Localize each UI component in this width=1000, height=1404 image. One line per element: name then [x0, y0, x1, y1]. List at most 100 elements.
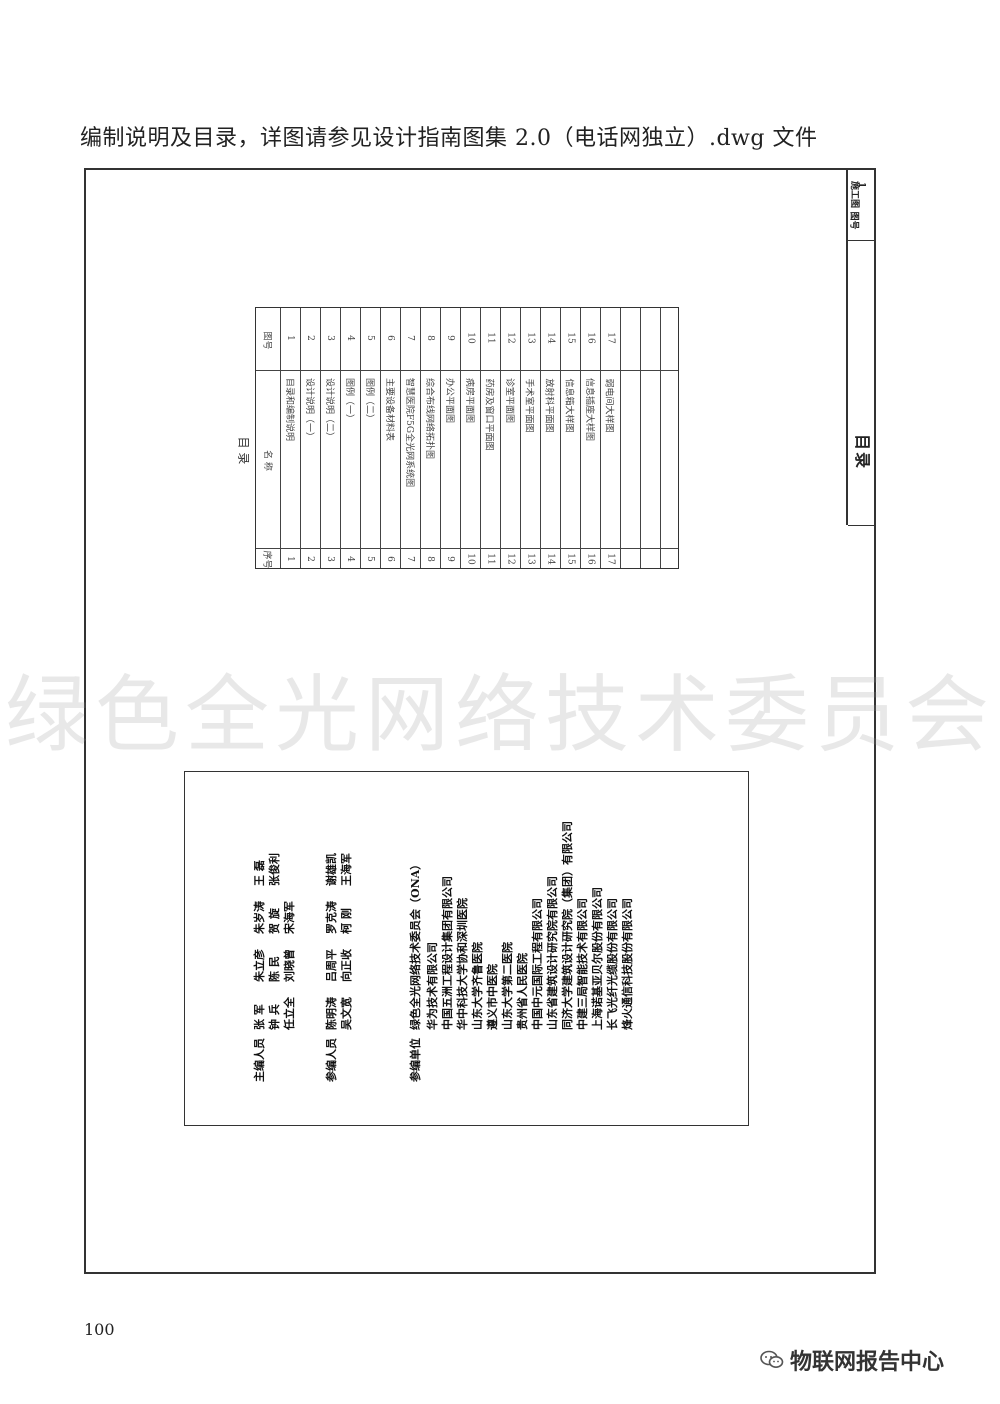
toc-row-seq: 13 [525, 553, 536, 565]
toc-column-line [500, 308, 501, 568]
toc-row-seq: 2 [304, 556, 315, 562]
credits-chief-name: 张 军 [253, 1004, 266, 1030]
toc-column-line [620, 308, 621, 568]
toc-row-name: 图例（二） [363, 377, 374, 424]
toc-row-name: 设计说明（二） [323, 377, 334, 442]
toc-header-name: 名 称 [261, 449, 272, 471]
toc-column-line [480, 308, 481, 568]
toc-row-seq: 1 [284, 556, 295, 562]
credits-unit: 中建三局智能技术有限公司 [576, 898, 589, 1030]
toc-column-line [440, 308, 441, 568]
toc-column-line [360, 308, 361, 568]
credits-unit: 烽火通信科技股份有限公司 [621, 898, 634, 1030]
credits-participant-name: 王海军 [340, 853, 353, 886]
credits-participant-name: 罗克涛 [325, 901, 338, 934]
toc-row-page: 6 [384, 335, 395, 341]
toc-column-line [460, 308, 461, 568]
credits-participant-name: 柯 刚 [340, 908, 353, 934]
toc-row-page: 15 [565, 332, 576, 344]
toc-row-name: 信息插座大样图 [583, 377, 594, 442]
toc-row-name: 图例（一） [343, 377, 354, 424]
credits-participant-name: 陈明涛 [325, 997, 338, 1030]
toc-row-seq: 6 [384, 556, 395, 562]
toc-header-seq: 序号 [261, 549, 272, 569]
toc-row-page: 13 [525, 332, 536, 344]
toc-row-page: 5 [364, 335, 375, 341]
page-heading: 编制说明及目录，详图请参见设计指南图集 2.0（电话网独立）.dwg 文件 [80, 126, 818, 151]
watermark: 绿色全光网络技术委员会 [4, 666, 995, 764]
credits-participant-name: 谢雄凯 [325, 853, 338, 886]
credits-unit: 中国五洲工程设计集团有限公司 [441, 876, 454, 1030]
credits-unit: 中国中元国际工程有限公司 [531, 898, 544, 1030]
toc-row-seq: 5 [364, 556, 375, 562]
toc-column-line [520, 308, 521, 568]
toc-column-line [300, 308, 301, 568]
toc-row-page: 10 [465, 332, 476, 344]
page-number: 100 [84, 1320, 115, 1339]
title-block-sheet-info: 施工图 图号 1 [848, 170, 874, 241]
toc-row-seq: 7 [404, 556, 415, 562]
credits-unit: 贵州省人民医院 [516, 953, 529, 1030]
toc-title: 目 录 [236, 436, 251, 464]
toc-row-page: 17 [605, 332, 616, 344]
toc-row-seq: 12 [505, 553, 516, 565]
footer-brand: 物联网报告中心 [760, 1344, 944, 1376]
credits-participant-label: 参编人员 [325, 1038, 338, 1082]
credits-unit: 同济大学建筑设计研究院（集团）有限公司 [561, 821, 574, 1030]
credits-unit: 绿色全光网络技术委员会（ONA） [409, 858, 422, 1030]
toc-row-name: 药房及窗口平面图 [483, 377, 494, 451]
toc-column-line [660, 308, 661, 568]
credits-unit: 华为技术有限公司 [426, 942, 439, 1030]
credits-box: 主编人员张 军朱立彦朱岁涛王 磊钟 兵陈 民贺 旋张俊利任立全刘晓曾宋海军参编人… [184, 771, 749, 1126]
toc-row-page: 4 [344, 335, 355, 341]
credits-unit: 上海诺基亚贝尔股份有限公司 [591, 887, 604, 1030]
toc-divider [256, 370, 678, 371]
toc-row-page: 2 [304, 335, 315, 341]
toc-column-line [600, 308, 601, 568]
toc-row-name: 目录和编制说明 [283, 377, 294, 442]
toc-row-page: 8 [424, 335, 435, 341]
toc-row-name: 诊室平面图 [503, 377, 514, 424]
toc-row-name: 主要设备材料表 [383, 377, 394, 442]
credits-unit: 华中科技大学协和深圳医院 [456, 898, 469, 1030]
toc-row-name: 弱电间大样图 [603, 377, 614, 433]
toc-column-line [280, 308, 281, 568]
toc-row-page: 11 [485, 332, 496, 344]
toc-row-name: 信息箱大样图 [563, 377, 574, 433]
toc-row-seq: 16 [585, 553, 596, 565]
title-block-title-cell: 目录 [848, 240, 874, 526]
title-block-sheet-no: 1 [856, 181, 867, 189]
credits-chief-name: 贺 旋 [268, 908, 281, 934]
toc-column-line [340, 308, 341, 568]
toc-column-line [640, 308, 641, 568]
toc-row-seq: 9 [444, 556, 455, 562]
toc-row-name: 手术室平面图 [523, 377, 534, 433]
footer-brand-text: 物联网报告中心 [790, 1349, 945, 1375]
toc-column-line [380, 308, 381, 568]
toc-row-name: 综合布线网络拓扑图 [423, 377, 434, 460]
toc-row-page: 7 [404, 335, 415, 341]
credits-chief-label: 主编人员 [253, 1038, 266, 1082]
credits-unit: 山东大学第二医院 [501, 942, 514, 1030]
toc-row-seq: 11 [485, 553, 496, 565]
toc-row-page: 1 [284, 335, 295, 341]
toc-row-page: 9 [444, 335, 455, 341]
toc-row-seq: 15 [565, 553, 576, 565]
credits-chief-name: 朱立彦 [253, 949, 266, 982]
credits-chief-name: 张俊利 [268, 853, 281, 886]
credits-chief-name: 朱岁涛 [253, 901, 266, 934]
credits-chief-name: 钟 兵 [268, 1004, 281, 1030]
toc-divider [256, 548, 678, 549]
toc-row-seq: 14 [545, 553, 556, 565]
toc-row-name: 病房平面图 [463, 377, 474, 424]
toc-row-name: 设计说明（一） [303, 377, 314, 442]
toc-row-name: 办公平面图 [443, 377, 454, 424]
credits-participant-name: 吴文宽 [340, 997, 353, 1030]
toc-column-line [420, 308, 421, 568]
wechat-icon [760, 1350, 784, 1370]
toc-column-line [560, 308, 561, 568]
toc-column-line [580, 308, 581, 568]
credits-participant-name: 向正收 [340, 949, 353, 982]
title-block: 施工图 图号 1 目录 [846, 170, 874, 526]
